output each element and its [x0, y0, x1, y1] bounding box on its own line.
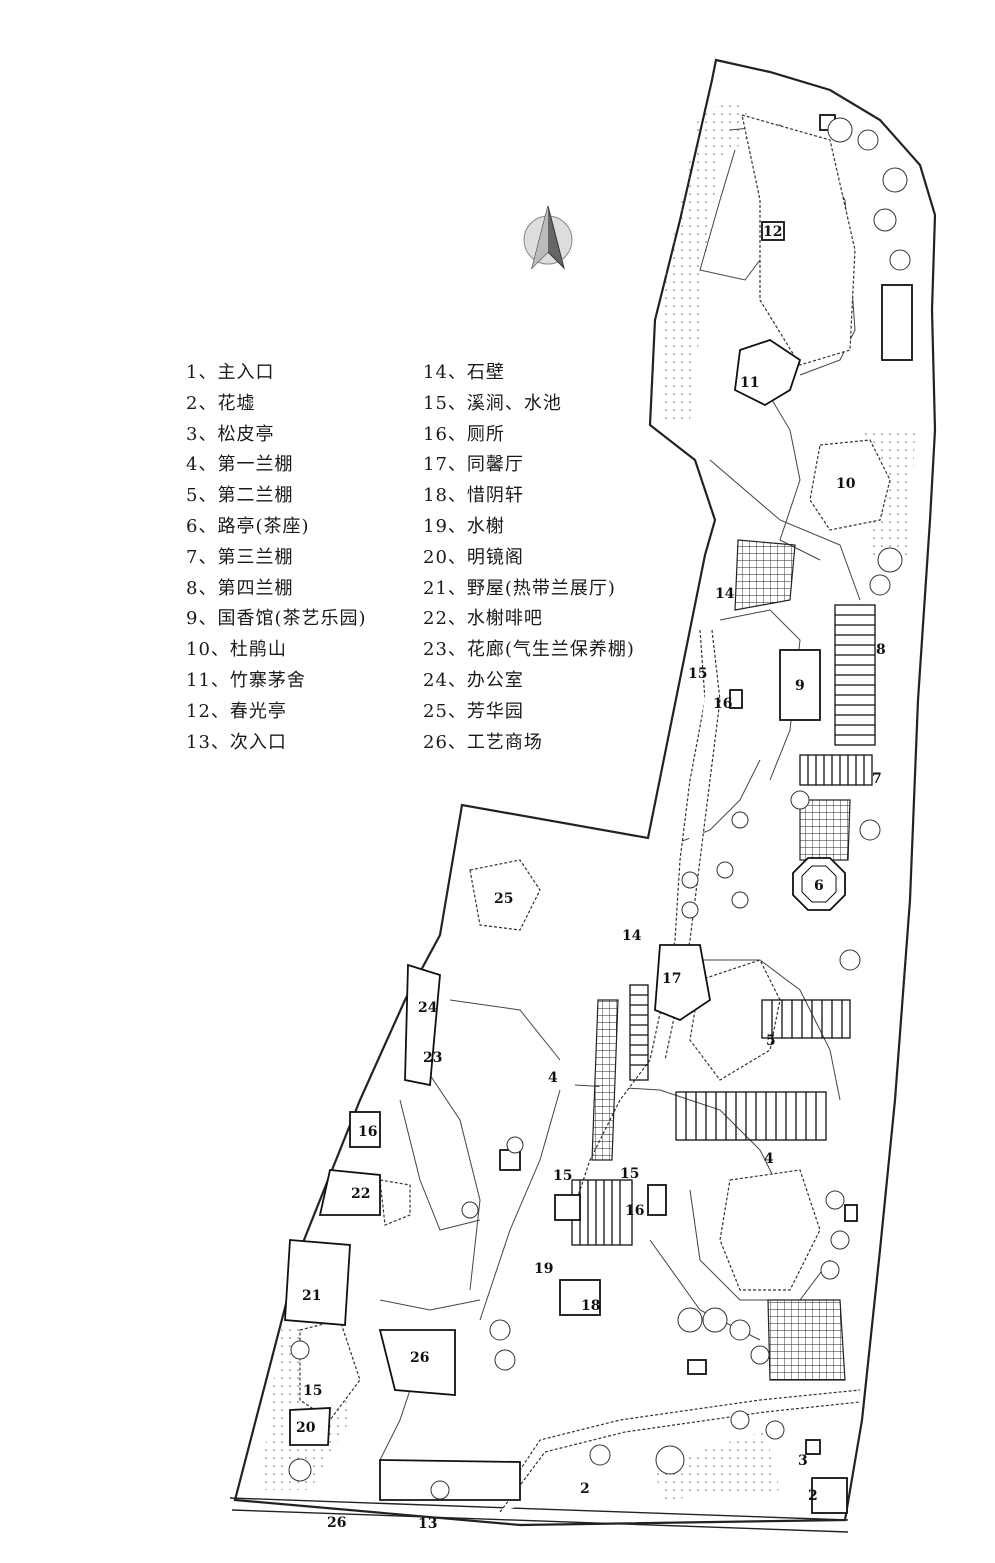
map-label-13: 13: [418, 1516, 437, 1532]
legend-item: 16、厕所: [423, 423, 505, 445]
map-label-16a: 16: [713, 696, 732, 712]
map-label-11: 11: [740, 375, 759, 391]
map-label-16c: 16: [358, 1124, 377, 1140]
legend-item: 24、办公室: [423, 669, 524, 691]
map-label-18: 18: [581, 1298, 600, 1314]
map-labels: 2 2 3 4 4 5 6 7 8 9 19 10 11 12 13 14 14…: [296, 224, 886, 1532]
map-label-14b: 14: [622, 928, 642, 944]
map-label-10: 10: [836, 476, 856, 492]
walkways: [379, 124, 861, 1461]
legend-item: 10、杜鹃山: [186, 639, 287, 661]
map-label-6: 6: [814, 878, 824, 894]
road-pavilion: [792, 857, 846, 911]
legend-item: 5、第二兰棚: [186, 485, 294, 507]
legend-item: 15、溪涧、水池: [423, 392, 562, 414]
map-label-25: 25: [494, 891, 513, 907]
map-label-23: 23: [423, 1050, 442, 1066]
legend-item: 9、国香馆(茶艺乐园): [186, 608, 367, 630]
orchid-trellises: [571, 604, 876, 1246]
map-label-5: 5: [766, 1033, 776, 1049]
map-label-8: 8: [876, 642, 886, 658]
legend-item: 20、明镜阁: [423, 546, 524, 568]
legend-item: 8、第四兰棚: [186, 577, 294, 599]
map-label-4b: 4: [764, 1151, 774, 1167]
legend-item: 22、水榭啡吧: [423, 608, 543, 630]
legend-item: 11、竹寨茅舍: [186, 669, 306, 691]
legend-item: 1、主入口: [186, 362, 275, 383]
legend-item: 12、春光亭: [186, 700, 287, 722]
legend-item: 17、同馨厅: [423, 454, 524, 476]
map-label-3: 3: [798, 1453, 808, 1469]
legend-left-column: 1、主入口 2、花墟 3、松皮亭 4、第一兰棚 5、第二兰棚 6、路亭(茶座) …: [186, 358, 367, 758]
map-label-4a: 4: [548, 1070, 558, 1086]
map-label-15d: 15: [303, 1383, 322, 1399]
map-label-2: 2: [580, 1481, 590, 1497]
stone-wall-area: [591, 539, 851, 1381]
legend-item: 21、野屋(热带兰展厅): [423, 577, 616, 599]
map-label-16b: 16: [625, 1203, 644, 1219]
legend-item: 26、工艺商场: [423, 731, 543, 753]
legend-item: 25、芳华园: [423, 700, 524, 722]
legend-item: 6、路亭(茶座): [186, 515, 310, 537]
legend-item: 19、水榭: [423, 515, 505, 537]
map-label-22: 22: [351, 1186, 370, 1202]
trees: [288, 117, 911, 1500]
legend-item: 2、花墟: [186, 392, 256, 414]
map-label-15a: 15: [688, 666, 707, 682]
map-label-24: 24: [418, 1000, 438, 1016]
site-boundary: [229, 58, 937, 1533]
map-label-7: 7: [872, 771, 882, 787]
north-arrow-icon: [523, 205, 573, 270]
legend-item: 13、次入口: [186, 731, 287, 753]
legend-right-column: 14、石壁 15、溪涧、水池 16、厕所 17、同馨厅 18、惜阴轩 19、水榭…: [423, 358, 635, 758]
legend-item: 3、松皮亭: [186, 423, 275, 445]
legend-item: 23、花廊(气生兰保养棚): [423, 639, 635, 661]
map-label-20: 20: [296, 1420, 316, 1436]
map-label-12: 12: [763, 224, 782, 240]
legend-item: 18、惜阴轩: [423, 485, 524, 507]
map-label-21: 21: [302, 1288, 321, 1304]
legend-item: 4、第一兰棚: [186, 454, 294, 476]
buildings: [284, 114, 913, 1514]
map-label-26b: 26: [327, 1515, 346, 1531]
map-label-15b: 15: [620, 1166, 639, 1182]
map-label-2b: 2: [808, 1488, 818, 1504]
legend-item: 14、石壁: [423, 362, 505, 383]
map-label-9: 9: [795, 678, 805, 694]
map-label-26a: 26: [410, 1350, 429, 1366]
map-label-9b: 19: [534, 1261, 553, 1277]
map-label-14: 14: [715, 586, 735, 602]
map-label-17: 17: [662, 971, 681, 987]
map-label-15c: 15: [553, 1168, 572, 1184]
legend-item: 7、第三兰棚: [186, 546, 294, 568]
